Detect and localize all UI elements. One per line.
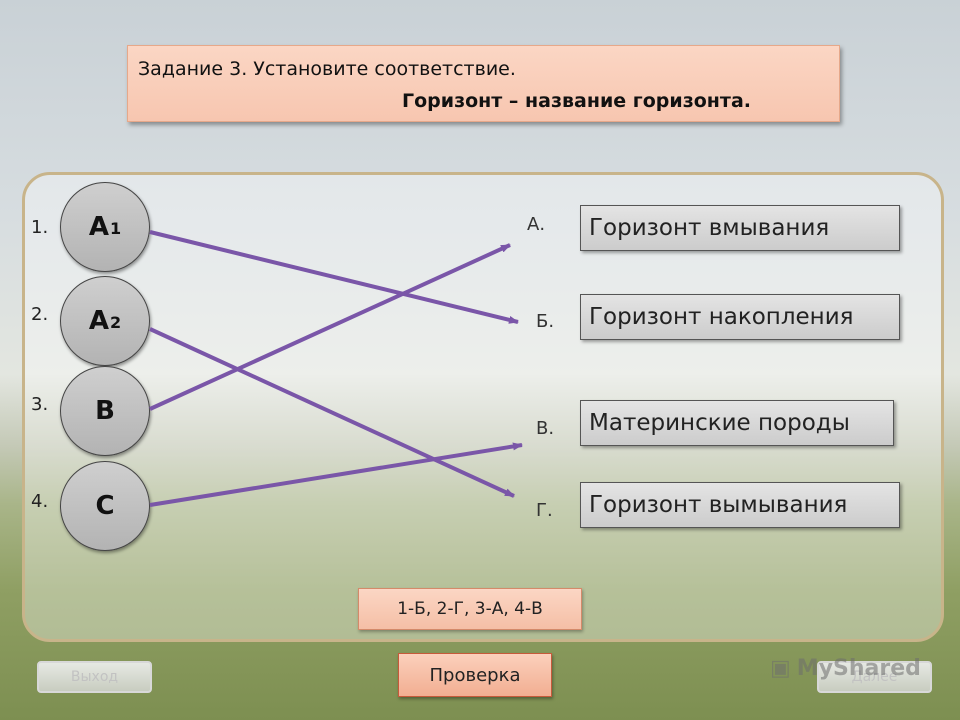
task-title: Задание 3. Установите соответствие.: [138, 58, 516, 80]
check-button[interactable]: Проверка: [398, 653, 552, 697]
number-2: 2.: [31, 304, 49, 325]
answer-box: 1-Б, 2-Г, 3-А, 4-В: [358, 588, 582, 630]
watermark-icon: ▣: [770, 656, 791, 681]
horizon-label: С: [95, 491, 115, 521]
horizon-subscript: 2: [109, 312, 122, 332]
horizon-label: А: [88, 212, 109, 242]
letter-b: Б.: [536, 311, 555, 332]
letter-g: Г.: [536, 500, 553, 521]
letter-a: А.: [527, 214, 546, 235]
number-1: 1.: [31, 217, 49, 238]
option-b[interactable]: Горизонт накопления: [580, 294, 900, 340]
number-3: 3.: [31, 394, 49, 415]
task-header: Задание 3. Установите соответствие. Гори…: [127, 45, 840, 122]
horizon-circle-b[interactable]: В: [60, 366, 150, 456]
option-a[interactable]: Горизонт вмывания: [580, 205, 900, 251]
letter-v: В.: [536, 418, 555, 439]
watermark-text: MyShared: [796, 656, 921, 681]
horizon-circle-c[interactable]: С: [60, 461, 150, 551]
next-button[interactable]: Далее: [817, 661, 932, 693]
number-4: 4.: [31, 491, 49, 512]
option-v[interactable]: Материнские породы: [580, 400, 894, 446]
horizon-label: А: [88, 306, 109, 336]
task-subtitle: Горизонт – название горизонта.: [402, 90, 751, 112]
option-g[interactable]: Горизонт вымывания: [580, 482, 900, 528]
horizon-subscript: 1: [109, 218, 122, 238]
horizon-label: В: [95, 396, 115, 426]
watermark: ▣ MyShared: [770, 656, 921, 681]
exit-button[interactable]: Выход: [37, 661, 152, 693]
